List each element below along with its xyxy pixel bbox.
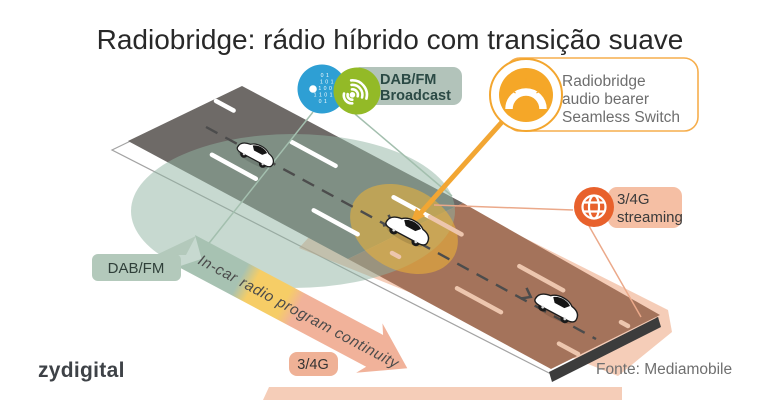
globe-icon (574, 187, 614, 227)
route-chevron-2 (520, 287, 533, 300)
lane-markings (158, 98, 631, 357)
svg-text:1 0 1: 1 0 1 (320, 80, 334, 86)
g34-pill (289, 352, 338, 376)
streaming-badge-line2: streaming (617, 209, 683, 226)
callout-line2: audio bearer (562, 91, 649, 108)
svg-text:0 1: 0 1 (321, 73, 330, 79)
g34-pill-label: 3/4G (297, 357, 328, 373)
streaming-connector-lines (433, 204, 642, 318)
svg-text:1 1 0 1 0: 1 1 0 1 0 (314, 93, 339, 99)
slide-title: Radiobridge: rádio híbrido com transição… (97, 24, 684, 55)
callout-line3: Seamless Switch (562, 109, 680, 126)
streaming-badge-line1: 3/4G (617, 191, 650, 208)
continuity-ribbon-arrow (178, 235, 408, 373)
callout-line1: Radiobridge (562, 73, 646, 90)
broadcast-signal-icon (333, 67, 381, 115)
source-credit: Fonte: Mediamobile (596, 361, 732, 378)
broadcast-badge-line1: DAB/FM (380, 72, 436, 88)
brand-logo: zydigital (38, 359, 125, 382)
slab-end-face (549, 317, 661, 382)
broadcast-badge-line2: Broadcast (380, 88, 451, 104)
dabfm-pill-tab (156, 236, 196, 255)
dabfm-pill-label: DAB/FM (108, 260, 165, 277)
coverage-band-34g-bottom-strip (263, 387, 622, 400)
svg-text:0 1: 0 1 (319, 99, 328, 105)
broadcast-connector-lines (205, 111, 453, 248)
bridge-icon (489, 58, 563, 132)
svg-text:1 0 0 1: 1 0 0 1 (318, 86, 337, 92)
dabfm-pill (92, 254, 181, 281)
digital-binary-icon: 0 1 1 0 1 1 0 0 1 1 1 0 1 0 0 1 (297, 64, 347, 114)
streaming-badge (608, 187, 682, 228)
